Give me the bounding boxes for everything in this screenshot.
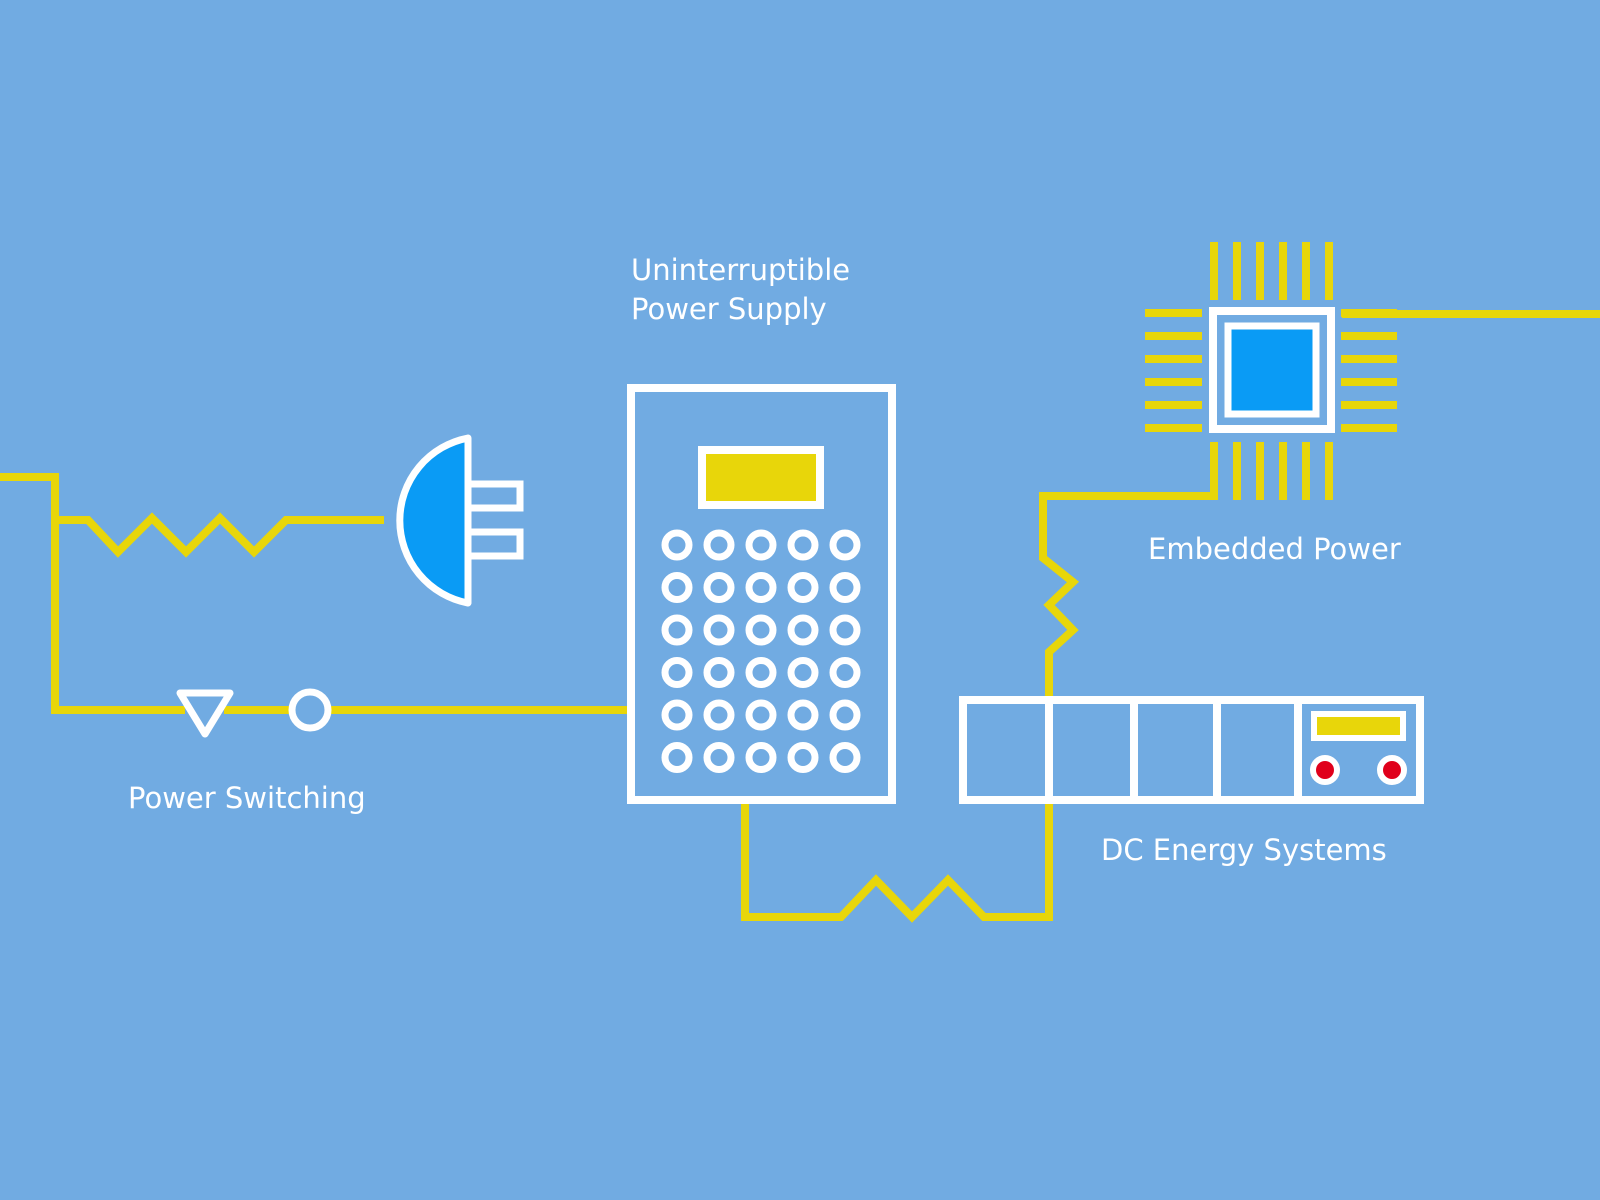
switch-icon <box>176 688 332 738</box>
ups-button <box>703 742 735 773</box>
plug-icon <box>396 434 524 607</box>
plug-prong-bottom <box>464 528 524 560</box>
ups-button <box>829 529 861 561</box>
ups-unit-icon <box>627 384 896 804</box>
dc-rack-display <box>1311 711 1406 741</box>
ups-button <box>829 742 861 773</box>
ups-button <box>787 699 819 731</box>
dc-rack-icon <box>959 696 1424 804</box>
resistor-wire-vertical <box>1039 472 1218 700</box>
ups-button <box>703 657 735 688</box>
ups-label-line1: Uninterruptible <box>631 253 850 287</box>
ups-button <box>661 614 693 646</box>
switch-contact <box>288 688 332 732</box>
resistor-wire-top <box>55 512 384 558</box>
plug-body <box>396 434 472 607</box>
chip-pins <box>1145 242 1397 500</box>
ups-button <box>703 529 735 561</box>
switch-triangle <box>176 689 234 738</box>
wiring <box>0 310 1600 923</box>
ups-body <box>627 384 896 804</box>
ups-button <box>745 529 777 561</box>
ups-button <box>745 699 777 731</box>
ups-button-grid <box>661 529 861 773</box>
ups-button <box>787 529 819 561</box>
ups-label-line2: Power Supply <box>631 292 827 326</box>
ups-button <box>745 614 777 646</box>
dc-rack-indicator-left <box>1310 755 1340 785</box>
plug-prong-top <box>464 480 524 512</box>
ups-button <box>745 742 777 773</box>
ups-button <box>745 572 777 603</box>
resistor-wire-bottom <box>741 800 1053 923</box>
ups-button <box>829 572 861 603</box>
microchip-icon <box>1145 242 1397 500</box>
power-switching-label: Power Switching <box>128 781 366 815</box>
ups-button <box>661 529 693 561</box>
ups-button <box>661 657 693 688</box>
ups-display <box>698 446 824 509</box>
embedded-power-label: Embedded Power <box>1148 532 1401 566</box>
left-bus-wire <box>0 473 185 714</box>
ups-button <box>661 699 693 731</box>
ups-button <box>661 572 693 603</box>
ups-button <box>703 572 735 603</box>
ups-button <box>661 742 693 773</box>
chip-core <box>1224 322 1320 418</box>
ups-button <box>703 699 735 731</box>
ups-button <box>787 614 819 646</box>
ups-button <box>703 614 735 646</box>
ups-button <box>829 699 861 731</box>
ups-button <box>829 657 861 688</box>
dc-rack-indicator-right <box>1377 755 1407 785</box>
ups-button <box>745 657 777 688</box>
ups-button <box>787 742 819 773</box>
ups-button <box>787 657 819 688</box>
dc-energy-systems-label: DC Energy Systems <box>1101 833 1387 867</box>
ups-button <box>829 614 861 646</box>
ups-button <box>787 572 819 603</box>
